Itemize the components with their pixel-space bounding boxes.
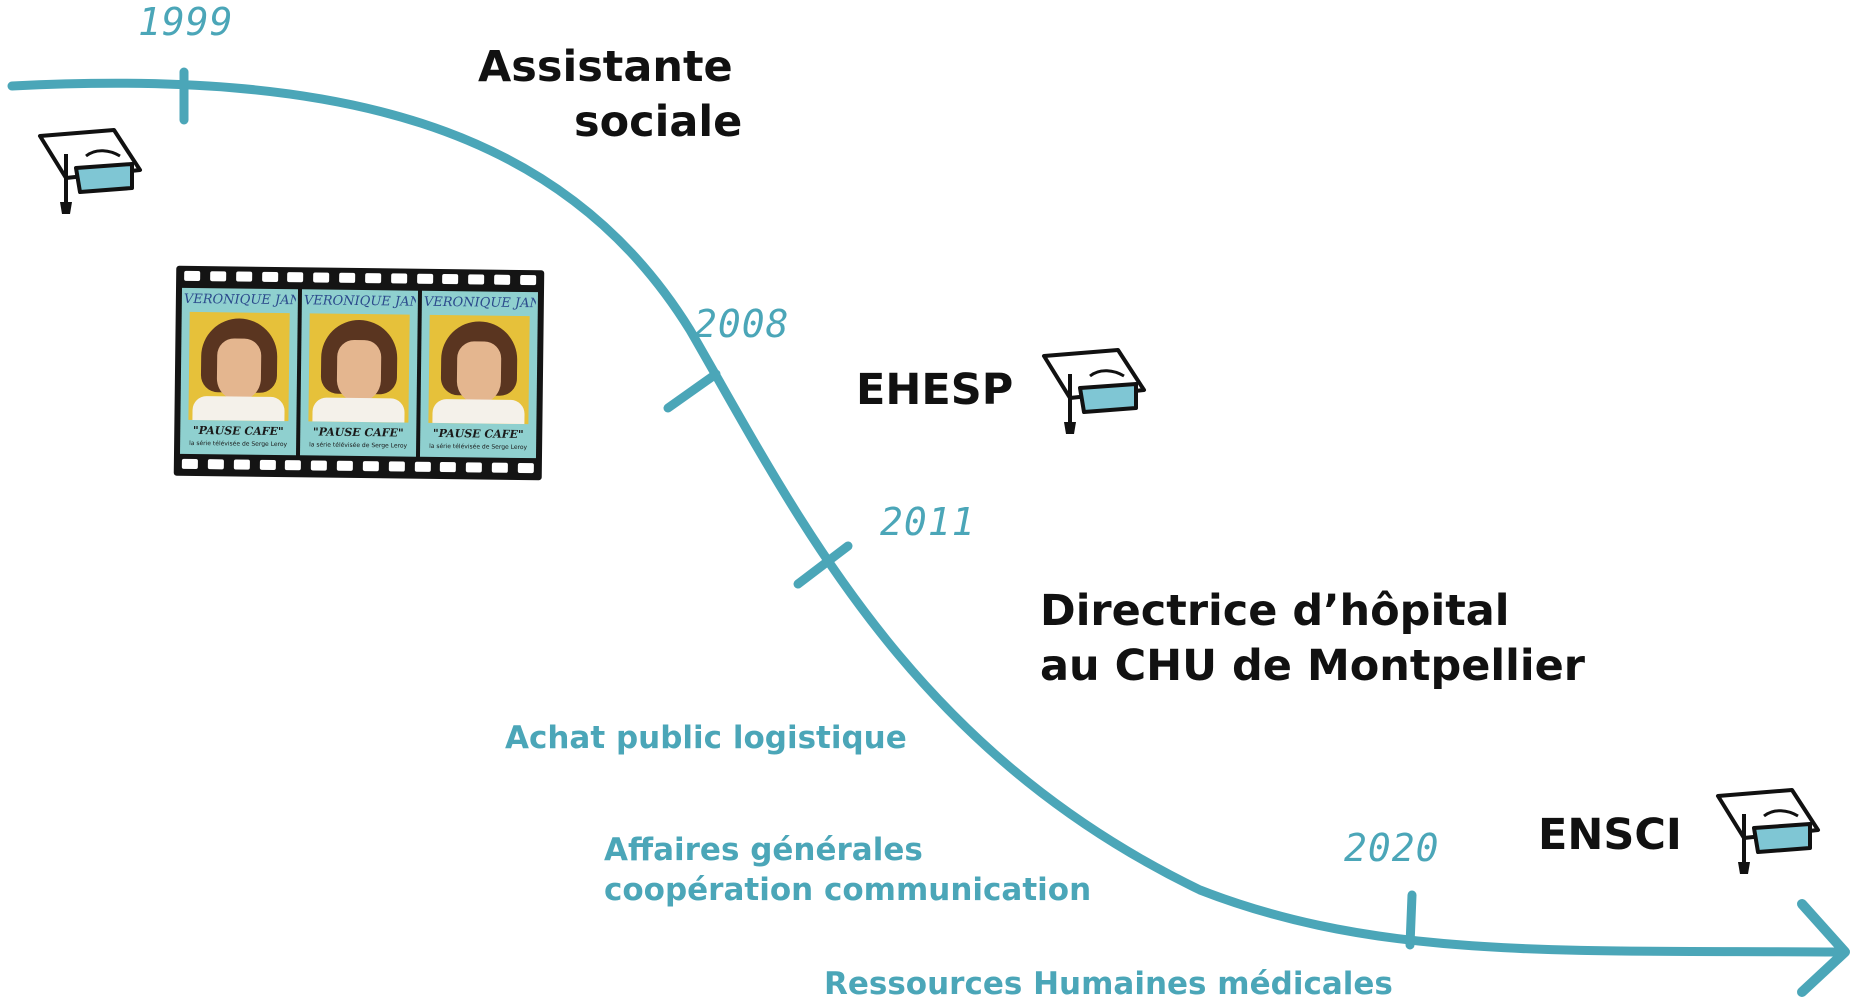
graduation-cap-icon <box>1042 348 1146 434</box>
frame-photo <box>428 314 530 425</box>
year-label: 1999 <box>138 0 234 44</box>
tick-2020 <box>1405 890 1417 950</box>
role-line: coopération communication <box>604 872 1092 908</box>
timeline-path <box>7 78 1845 957</box>
frame-caption: "PAUSE CAFE" <box>192 423 284 439</box>
frame-small-text: la série télévisée de Serge Leroy <box>309 441 408 450</box>
year-label: 2020 <box>1344 826 1440 870</box>
frame-caption: "PAUSE CAFE" <box>312 425 404 440</box>
milestone-line: Assistante <box>478 42 733 92</box>
tick-2011 <box>793 541 853 589</box>
milestone-line: Directrice d’hôpital <box>1040 586 1510 636</box>
year-label: 2011 <box>880 500 976 544</box>
graduation-cap-icon <box>38 128 142 214</box>
milestone-line: sociale <box>574 97 743 147</box>
frame-small-text: la série télévisée de Serge Leroy <box>189 439 288 449</box>
year-label: 2008 <box>694 302 790 346</box>
tick-2008 <box>663 369 721 413</box>
frame-photo <box>188 311 290 422</box>
film-frame: VERONIQUE JANNOT "PAUSE CAFE" la série t… <box>299 289 419 457</box>
frame-photo <box>308 313 410 423</box>
film-frames: VERONIQUE JANNOT "PAUSE CAFE" la série t… <box>179 287 539 459</box>
frame-title: VERONIQUE JANNOT <box>183 291 296 309</box>
frame-small-text: la série télévisée de Serge Leroy <box>429 442 528 452</box>
film-strip-icon: VERONIQUE JANNOT "PAUSE CAFE" la série t… <box>173 265 545 481</box>
milestone-line: au CHU de Montpellier <box>1040 641 1585 691</box>
arrow-head-icon <box>1797 899 1850 997</box>
graduation-cap-icon <box>1716 788 1820 874</box>
role-line: Affaires générales <box>604 832 923 868</box>
milestone-ensci: ENSCI <box>1538 810 1682 860</box>
frame-title: VERONIQUE JANNOT <box>423 294 536 312</box>
role-affaires: Affaires générales coopération communica… <box>604 830 1091 910</box>
role-rh: Ressources Humaines médicales <box>824 966 1393 1002</box>
milestone-directrice: Directrice d’hôpital au CHU de Montpelli… <box>1040 584 1585 694</box>
frame-title: VERONIQUE JANNOT <box>303 293 416 310</box>
milestone-assistante: Assistante sociale <box>478 40 743 150</box>
role-achat: Achat public logistique <box>505 720 907 756</box>
frame-caption: "PAUSE CAFE" <box>432 426 524 442</box>
film-frame: VERONIQUE JANNOT "PAUSE CAFE" la série t… <box>419 290 539 459</box>
film-frame: VERONIQUE JANNOT "PAUSE CAFE" la série t… <box>179 287 299 456</box>
milestone-ehesp: EHESP <box>856 365 1014 415</box>
